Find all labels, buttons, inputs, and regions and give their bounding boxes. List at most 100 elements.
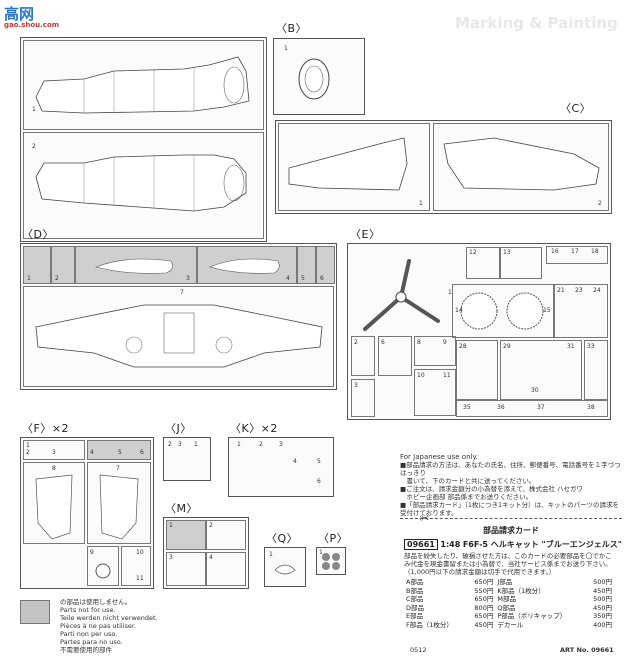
part-e3-number: 3 bbox=[354, 382, 358, 389]
part-k1-number: 1 bbox=[237, 441, 241, 448]
price-part: D部品 bbox=[406, 603, 425, 612]
price-value: 650円 bbox=[474, 595, 494, 603]
part-d5-number: 5 bbox=[301, 275, 305, 282]
sprue-d-main: 7 bbox=[23, 286, 334, 387]
part-e24-number: 24 bbox=[593, 287, 601, 294]
card-price-table: A部品 650円 J部品 500円 B部品 550円 K部品（1枚分） 450円… bbox=[404, 578, 614, 629]
sprue-f-top-right: 4 5 6 bbox=[87, 440, 151, 460]
price-value: 500円 bbox=[593, 595, 612, 603]
price-row: D部品 800円 Q部品 450円 bbox=[404, 604, 614, 613]
price-row: B部品 550円 K部品（1枚分） 450円 bbox=[404, 587, 614, 596]
part-f3-number: 3 bbox=[52, 449, 56, 456]
part-m3-cell: 3 bbox=[166, 552, 206, 586]
parts-request-card: 部品請求カード 09661 1:48 F6F-5 ヘルキャット "ブルーエンジェ… bbox=[404, 525, 622, 653]
clear-part bbox=[274, 564, 296, 575]
price-part: E部品 bbox=[406, 612, 424, 620]
sprue-c: 1 2 bbox=[275, 120, 612, 214]
label-p: 〈P〉 bbox=[318, 532, 349, 545]
part-e16-number: 16 bbox=[551, 248, 559, 255]
price-part: デカール bbox=[497, 620, 524, 629]
part-e33-cell: 33 bbox=[584, 340, 608, 400]
japan-note: For Japanese use only. ■部品請求の方法は、あなたの氏名、… bbox=[400, 453, 622, 517]
card-product-name: F6F-5 ヘルキャット "ブルーエンジェルス" bbox=[462, 540, 622, 549]
price-value: 450円 bbox=[593, 586, 612, 595]
logo-url: gao.shou.com bbox=[4, 21, 60, 29]
canopy-part bbox=[298, 58, 330, 100]
price-part: F部品（1枚分） bbox=[406, 620, 453, 629]
part-m2-number: 2 bbox=[209, 522, 213, 529]
wing-upper-right bbox=[443, 137, 600, 191]
part-e28-cell: 28 bbox=[456, 340, 498, 400]
part-d6-number: 6 bbox=[320, 275, 324, 282]
part-e33-number: 33 bbox=[587, 343, 595, 350]
legend-line-de: Teile werden nicht verwendet. bbox=[60, 614, 158, 622]
sprue-d-top-5: 5 bbox=[297, 246, 316, 284]
card-code: 09661 bbox=[404, 539, 438, 550]
propeller-part bbox=[363, 259, 440, 331]
flap-left bbox=[35, 474, 73, 540]
japan-note-line-5: ■「部品請求カード」（1枚につき1キット分）は、キットのパーツの請求を受付けてお… bbox=[400, 501, 620, 517]
part-c1-number: 1 bbox=[419, 200, 423, 207]
part-d4-number: 4 bbox=[286, 275, 290, 282]
flap-right bbox=[99, 474, 139, 540]
sprue-f-flap-left: 8 bbox=[23, 462, 85, 544]
part-e3-cell: 3 bbox=[351, 379, 375, 417]
sprue-d-top-3: 3 bbox=[75, 246, 197, 284]
part-e29-number: 29 bbox=[503, 343, 511, 350]
card-title: 部品請求カード bbox=[483, 526, 539, 535]
part-j2-number: 2 bbox=[168, 441, 172, 448]
sprue-c-cell-2: 2 bbox=[433, 123, 609, 211]
legend-line-it: Parti non per uso. bbox=[60, 630, 118, 638]
part-k2-number: 2 bbox=[259, 441, 263, 448]
sprue-d-top-6: 6 bbox=[316, 246, 335, 284]
part-e30-number: 30 bbox=[531, 387, 539, 394]
part-f7-number: 7 bbox=[116, 465, 120, 472]
part-a2-number: 2 bbox=[32, 143, 36, 150]
part-k6-number: 6 bbox=[317, 478, 321, 485]
price-part: C部品 bbox=[406, 595, 424, 603]
label-b: 〈B〉 bbox=[276, 22, 308, 35]
price-row: A部品 650円 J部品 500円 bbox=[404, 578, 614, 587]
sprue-a: 1 2 bbox=[20, 37, 267, 242]
sprue-c-cell-1: 1 bbox=[278, 123, 430, 211]
price-row: E部品 650円 P部品（ポリキャップ） 350円 bbox=[404, 612, 614, 621]
part-f8-number: 8 bbox=[52, 465, 56, 472]
price-value: 500円 bbox=[593, 578, 612, 586]
label-d: 〈D〉 bbox=[22, 228, 54, 241]
part-e8-number: 8 bbox=[417, 339, 421, 346]
sprue-d-top-1: 1 bbox=[23, 246, 51, 284]
sprue-b: 1 bbox=[273, 38, 365, 115]
part-d1-number: 1 bbox=[27, 275, 31, 282]
part-e21-24-cell: 21 23 24 bbox=[554, 284, 608, 338]
part-e10-11-cell: 10 11 bbox=[414, 369, 456, 416]
part-j3-number: 3 bbox=[178, 441, 182, 448]
price-part: Q部品 bbox=[497, 603, 516, 612]
part-m1-number: 1 bbox=[169, 522, 173, 529]
label-f: 〈F〉×2 bbox=[22, 422, 70, 435]
part-f2-number: 2 bbox=[26, 449, 30, 456]
part-e13-cell: 13 bbox=[500, 247, 542, 279]
price-value: 350円 bbox=[593, 612, 612, 620]
label-e: 〈E〉 bbox=[350, 228, 381, 241]
part-d2-number: 2 bbox=[55, 275, 59, 282]
stabilizer-right bbox=[209, 258, 280, 274]
cut-line bbox=[400, 518, 622, 519]
unused-swatch bbox=[20, 600, 50, 624]
price-value: 450円 bbox=[474, 620, 494, 629]
polycap-part bbox=[322, 553, 340, 570]
engine-parts bbox=[460, 292, 544, 330]
part-e21-number: 21 bbox=[557, 287, 565, 294]
wing-upper-left bbox=[288, 137, 408, 191]
part-e29-31-cell: 29 30 31 bbox=[500, 340, 582, 400]
part-d7-number: 7 bbox=[180, 289, 184, 296]
price-row: C部品 650円 M部品 500円 bbox=[404, 595, 614, 604]
sprue-d: 1 2 3 4 5 6 7 bbox=[20, 243, 337, 390]
part-e1-number: 1 bbox=[448, 289, 452, 296]
part-e2-number: 2 bbox=[354, 339, 358, 346]
part-m4-number: 4 bbox=[209, 554, 213, 561]
legend-line-en: Parts not for use. bbox=[60, 606, 116, 614]
part-a1-number: 1 bbox=[32, 106, 36, 113]
part-e12-cell: 12 bbox=[466, 247, 500, 279]
label-j: 〈J〉 bbox=[165, 422, 192, 435]
part-f10-number: 10 bbox=[136, 549, 144, 556]
